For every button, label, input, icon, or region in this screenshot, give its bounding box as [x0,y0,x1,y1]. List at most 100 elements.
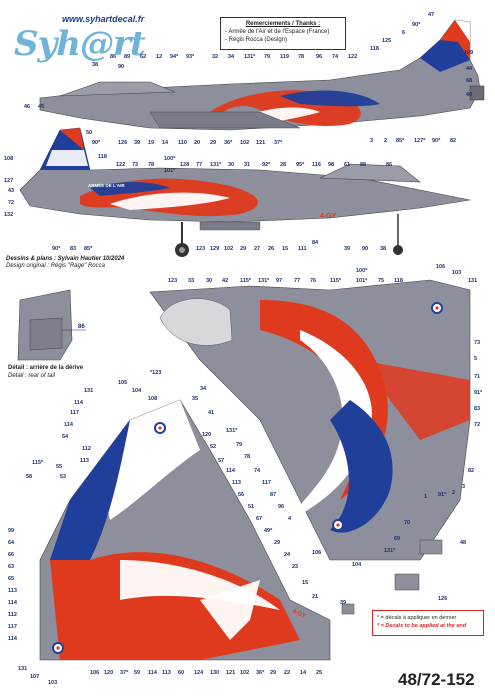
callout: 114 [64,422,73,428]
callout: 131 [468,278,478,284]
callout: 44 [466,66,473,72]
legend-fr: * = décals à appliquer en dernier [377,615,457,621]
thanks-box: Remerciements / Thanks : - Armée de l'Ai… [220,17,346,50]
callout: 104 [132,388,142,394]
callout: 106 [436,264,446,270]
nose-gear-wheel [393,245,403,255]
callout: *123 [150,370,162,376]
part-99 [341,603,355,615]
callout: 61 [344,162,351,168]
detail-title: Détail : arrière de la dérive [8,365,84,371]
callout: 114 [148,670,157,676]
unit-marking: ARMÉE DE L'AIR [88,181,125,188]
callout: 117 [70,410,79,416]
callout: 118 [98,154,107,160]
callout: 127 [4,178,14,184]
brand-logo: Syh@rt [14,24,146,64]
callout: 90* [52,246,61,252]
callout: 131* [210,162,222,168]
profile-left-side-view: ARMÉE DE L'AIR 4-GY [19,127,471,257]
callout: 131 [84,388,94,394]
callout: 115* [240,278,252,284]
callout: 125 [382,38,392,44]
callout: 97 [276,278,283,284]
callout: 103 [452,270,462,276]
tail-blue [420,40,470,72]
callout: 127* [414,138,426,144]
callout: 90* [412,22,421,28]
callout: 29 [270,670,277,676]
callout: 19 [148,140,155,146]
application-order-legend: * = décals à appliquer en dernier * = De… [372,610,484,636]
callout: 42 [222,278,229,284]
callout: 113 [80,458,89,464]
callout: 70 [404,520,411,526]
callout: 52 [210,444,217,450]
callout: 58 [26,474,33,480]
callout: 102 [224,246,234,252]
callout: 74 [332,54,339,60]
callout: 40 [466,92,473,98]
callout: 33 [188,278,195,284]
callout: 90 [362,246,369,252]
callout: 41 [208,410,215,416]
callout: 126 [438,596,448,602]
callout: 76 [310,278,317,284]
callout: 100* [356,268,368,274]
plan-upper-view [149,279,471,561]
callout: 120 [104,670,114,676]
callout: 15 [282,246,289,252]
callout: 64 [8,540,15,546]
callout: 114 [74,400,83,406]
callout: 117 [262,480,271,486]
callout: 129 [210,246,220,252]
callout: 26 [268,246,275,252]
detail-subtitle: Detail : rear of tail [8,373,56,379]
svg-text:4-GY: 4-GY [291,608,306,619]
callout: 90* [432,138,441,144]
callout: 89 [124,54,131,60]
callout: 65 [8,576,15,582]
callout: 90 [118,64,125,70]
callout: 35 [192,396,199,402]
callout: 88 [360,162,367,168]
callout: 114 [226,468,235,474]
callout: 62 [140,54,147,60]
callout: 87 [270,492,277,498]
credits-drawings: Dessins & plans : Sylvain Hautier 10/202… [6,256,125,262]
callout: 131* [226,428,238,434]
callout: 43 [8,188,15,194]
callout: 67 [256,516,263,522]
callout: 27 [254,246,261,252]
callout: 36* [256,670,265,676]
callout: 111 [298,246,307,252]
callout: 39 [340,600,347,606]
thanks-title: Remerciements / Thanks : [245,21,321,27]
callout: 28 [280,162,287,168]
callout: 122 [116,162,126,168]
callout: 14 [300,670,307,676]
callout: 131* [258,278,270,284]
callout: 56 [238,492,245,498]
callout: 53 [60,474,67,480]
callout: 108 [4,156,14,162]
callout: 120 [202,432,212,438]
callout: 85* [396,138,405,144]
callout: 29 [240,246,247,252]
product-reference: 48/72-152 [398,670,475,689]
callout: 73 [132,162,139,168]
callout: 73 [474,340,481,346]
callout: 114 [8,636,17,642]
callout: 72 [8,200,15,206]
website-url: www.syhartdecal.fr [62,14,145,24]
code-marking-4gy-left: 4-GY [320,213,337,220]
callout: 3 [370,138,374,144]
callout: 21 [312,594,319,600]
part-80 [419,539,443,555]
callout: 92* [262,162,271,168]
callout: 101* [356,278,368,284]
lower-blue-sweep [50,420,130,560]
callout: 6 [402,30,406,36]
canopy-top [159,298,233,346]
credits-block: Dessins & plans : Sylvain Hautier 10/202… [6,256,124,270]
